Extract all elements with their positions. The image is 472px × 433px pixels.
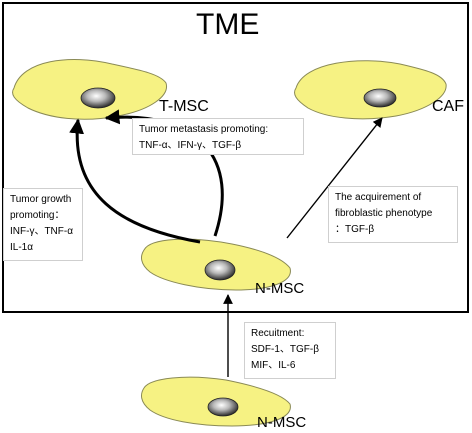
recruitment-annotation: Recuitment: SDF-1、TGF-β MIF、IL-6 <box>244 322 336 379</box>
growth-arrow <box>69 118 201 244</box>
cell-nucleus <box>207 397 239 417</box>
annotation-line: fibroblastic phenotype <box>335 208 433 219</box>
n-msc-center-label: N-MSC <box>255 280 305 297</box>
n-msc-bottom-label: N-MSC <box>257 414 307 431</box>
annotation-line: ：TGF-β <box>335 224 375 235</box>
annotation-line: Recuitment: <box>251 328 305 339</box>
annotation-line: IL-1α <box>10 242 34 253</box>
n-msc-bottom-cell <box>141 376 291 427</box>
fibroblastic-arrow <box>286 117 383 239</box>
caf-label: CAF <box>432 98 464 115</box>
annotation-line: INF-γ、TNF-α <box>10 226 73 237</box>
fibroblastic-annotation: The acquirement of fibroblastic phenotyp… <box>328 186 458 243</box>
cell-nucleus <box>204 259 236 281</box>
cell-body <box>294 60 447 120</box>
cell-nucleus <box>80 87 116 109</box>
tme-boundary <box>2 2 469 313</box>
t-msc-label: T-MSC <box>159 98 209 115</box>
annotation-line: promoting： <box>10 210 65 221</box>
tme-title: TME <box>196 8 260 41</box>
cell-nucleus <box>363 88 397 108</box>
n-msc-center-cell <box>141 238 291 291</box>
annotation-line: The acquirement of <box>335 192 422 203</box>
annotation-line: Tumor growth <box>10 194 72 205</box>
caf-cell <box>294 60 447 120</box>
t-msc-cell <box>12 59 167 120</box>
annotation-line: TNF-α、IFN-γ、TGF-β <box>139 140 242 151</box>
growth-annotation: Tumor growth promoting： INF-γ、TNF-α IL-1… <box>3 188 83 261</box>
annotation-line: MIF、IL-6 <box>251 360 296 371</box>
annotation-line: SDF-1、TGF-β <box>251 344 319 355</box>
annotation-line: Tumor metastasis promoting: <box>139 124 269 135</box>
metastasis-annotation: Tumor metastasis promoting: TNF-α、IFN-γ、… <box>132 118 304 155</box>
